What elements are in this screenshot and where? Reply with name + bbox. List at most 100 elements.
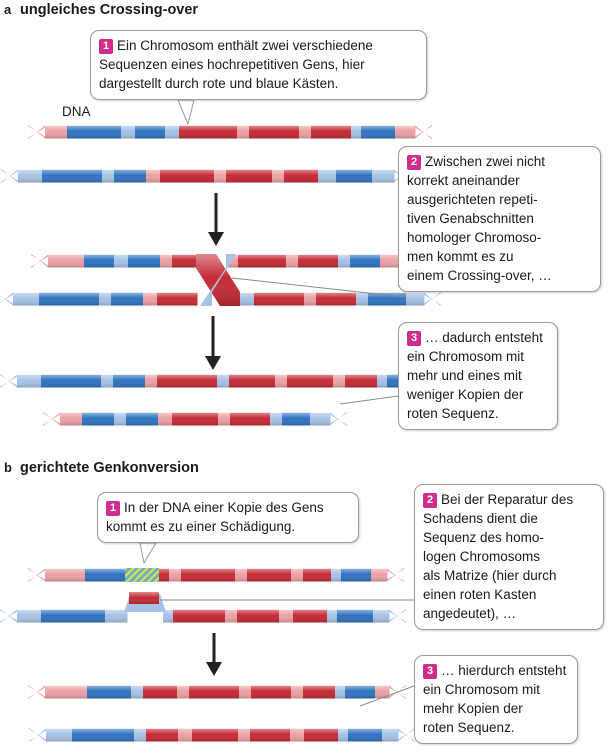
callout-text-line: dargestellt durch rote und blaue Kästen. xyxy=(99,76,339,91)
section-b-callout-1: 1 In der DNA einer Kopie des Gens kommt e… xyxy=(97,492,359,543)
strand-end xyxy=(330,412,348,426)
callout-text-line: Sequenz des homo- xyxy=(423,530,544,545)
callout-text-line: men kommt es zu xyxy=(407,249,514,264)
callout-text-line: In der DNA einer Kopie des Gens xyxy=(124,500,324,515)
section-b-letter: b xyxy=(4,460,12,475)
dna-shading xyxy=(60,412,330,426)
dna-strand-b1 xyxy=(27,568,405,582)
arrow-a1 xyxy=(208,193,224,246)
strand-end xyxy=(0,374,17,388)
callout-text-line: … dadurch entsteht xyxy=(425,330,543,345)
dna-shading xyxy=(17,374,435,388)
callout-text-line: logen Chromosoms xyxy=(423,549,541,564)
strand-end xyxy=(415,125,433,139)
callout-text-line: mehr Kopien der xyxy=(423,701,523,716)
dna-strand-b4 xyxy=(28,728,416,742)
dna-shading xyxy=(13,292,197,306)
dna-strand-a6 xyxy=(42,412,348,426)
strand-end xyxy=(30,254,48,268)
callout-text-line: mehr und eines mit xyxy=(407,368,522,383)
section-b-callout-3: 3… hierdurch entsteht ein Chromosom mit … xyxy=(414,655,578,744)
strand-end xyxy=(0,292,13,304)
section-b-callout-2: 2 Bei der Reparatur des Schadens dient di… xyxy=(414,484,604,630)
strand-end xyxy=(0,169,18,183)
callout-text-line: Zwischen zwei nicht xyxy=(425,154,546,169)
dna-shading xyxy=(46,728,398,742)
callout-tail-a1 xyxy=(177,99,195,125)
section-a-title: a ungleiches Crossing-over xyxy=(4,2,198,18)
callout-text-line: angedeutet), … xyxy=(423,606,517,621)
dna-strand-b2 xyxy=(0,609,128,623)
callout-text-line: als Matrize (hier durch xyxy=(423,568,557,583)
callout-text-line: … hierdurch entsteht xyxy=(441,663,567,678)
strand-end xyxy=(27,125,45,139)
strand-end xyxy=(0,374,17,388)
dna-shading xyxy=(48,254,204,268)
callout-pointer-a3 xyxy=(339,395,399,405)
arrow-head xyxy=(206,662,222,676)
damage-hatch xyxy=(125,568,159,582)
strand-end xyxy=(0,609,17,623)
strand-end xyxy=(27,685,45,699)
callout-tail-b1 xyxy=(139,542,157,564)
dna-shading xyxy=(226,254,402,268)
strand-end xyxy=(0,294,13,306)
strand-end xyxy=(27,568,45,582)
strand-end xyxy=(28,728,46,742)
strand-end xyxy=(389,609,407,623)
dna-strand-b3 xyxy=(27,685,407,699)
callout-text-line: Ein Chromosom enthält zwei verschiedene xyxy=(117,38,373,53)
callout-text-line: kommt es zu einer Schädigung. xyxy=(106,519,296,534)
arrow-a2 xyxy=(205,316,221,370)
callout-pointer-a2-line xyxy=(231,277,406,298)
callout-text-line: weniger Kopien der xyxy=(407,387,524,402)
arrow-head xyxy=(208,232,224,246)
dna-strand-a4-right xyxy=(240,292,442,306)
strand-end xyxy=(330,412,348,426)
strand-end xyxy=(389,609,407,623)
step-badge: 1 xyxy=(99,39,113,54)
step-badge: 3 xyxy=(423,664,437,679)
step-badge: 1 xyxy=(106,501,120,516)
callout-text-line: roten Sequenz. xyxy=(407,406,499,421)
strand-end xyxy=(27,685,45,699)
strand-end xyxy=(424,292,442,306)
callout-text-line: ausgerichteten repeti- xyxy=(407,192,538,207)
strand-end xyxy=(27,125,45,139)
callout-pointer-b3 xyxy=(359,685,415,707)
callout-text-line: roten Sequenz. xyxy=(423,720,515,735)
section-a-callout-1: 1 Ein Chromosom enthält zwei verschiedene… xyxy=(90,30,427,100)
section-b-title: b gerichtete Genkonversion xyxy=(4,460,199,476)
strand-end xyxy=(30,254,48,268)
section-b-heading: gerichtete Genkonversion xyxy=(20,460,199,476)
strand-end xyxy=(42,412,60,426)
callout-text-line: Schadens dient die xyxy=(423,511,538,526)
step-badge: 2 xyxy=(423,493,437,508)
callout-text-line: Sequenzen eines hochrepetitiven Gens, hi… xyxy=(99,57,365,72)
dna-shading xyxy=(17,609,127,623)
arrow-b1 xyxy=(206,633,222,676)
dna-strand-a3-right xyxy=(226,254,420,268)
dna-strand-a4-left xyxy=(0,292,198,306)
callout-text-line: tiven Genabschnitten xyxy=(407,211,534,226)
callout-text-line: einen roten Kasten xyxy=(423,587,537,602)
dna-shading xyxy=(45,125,415,139)
dna-shading xyxy=(18,169,394,183)
strand-end xyxy=(42,412,60,426)
callout-text-line: einem Crossing-over, … xyxy=(407,268,552,283)
section-a-letter: a xyxy=(4,2,12,17)
dna-shading xyxy=(45,685,389,699)
dna-shading xyxy=(240,292,424,306)
section-a-callout-3: 3… dadurch entsteht ein Chromosom mit me… xyxy=(398,322,558,430)
strand-end xyxy=(0,609,17,623)
section-a-heading: ungleiches Crossing-over xyxy=(20,2,199,18)
step-badge: 3 xyxy=(407,331,421,346)
dna-strand-a5 xyxy=(0,374,453,388)
strand-end xyxy=(415,125,433,139)
dna-shading xyxy=(163,609,389,623)
callout-text-line: Bei der Reparatur des xyxy=(441,492,574,507)
dna-strand-a2 xyxy=(0,169,412,183)
